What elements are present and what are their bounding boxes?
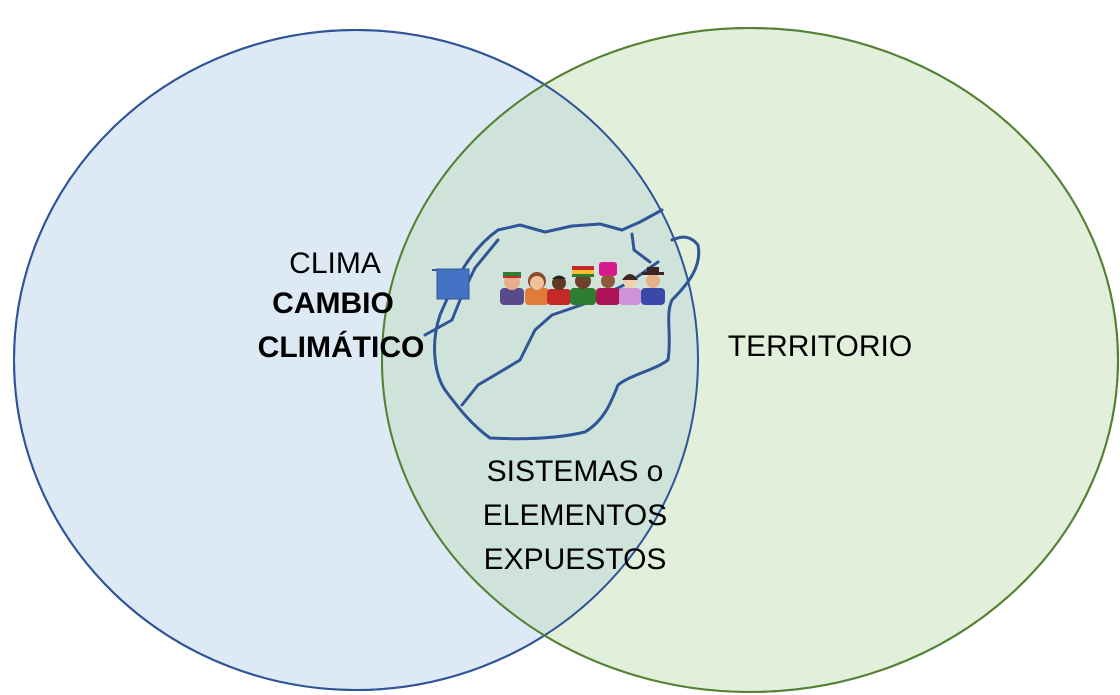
label-clima: CLIMA <box>289 247 381 280</box>
person-icon <box>619 274 641 305</box>
blue-square-icon <box>436 268 470 300</box>
overlap-region <box>382 30 698 690</box>
label-cambio: CAMBIO <box>272 287 394 320</box>
person-icon <box>547 275 571 305</box>
label-sistemas: SISTEMAS o <box>486 455 664 488</box>
territorio-circle-outline <box>381 27 1119 693</box>
person-icon <box>525 272 549 305</box>
clima-circle-outline <box>13 29 699 691</box>
person-icon <box>500 272 524 305</box>
label-climatico: CLIMÁTICO <box>257 331 425 364</box>
label-elementos: ELEMENTOS <box>482 499 668 532</box>
person-icon <box>641 267 665 305</box>
label-territorio: TERRITORIO <box>727 330 913 363</box>
diverse-people-group-icon <box>500 262 665 305</box>
label-expuestos: EXPUESTOS <box>483 543 667 576</box>
person-icon <box>596 262 620 305</box>
person-icon <box>570 266 596 305</box>
